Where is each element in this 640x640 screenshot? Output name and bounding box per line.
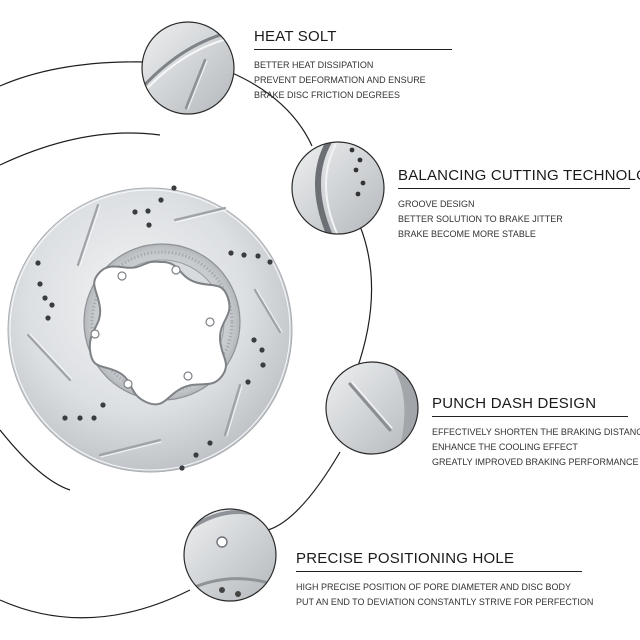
title-underline [432,416,628,417]
title-underline [254,49,452,50]
feature-title: HEAT SOLT [254,28,337,45]
feature-balancing-cutting: BALANCING CUTTING TECHNOLOGY GROOVE DESI… [398,167,640,242]
connector-arcs [0,61,373,619]
feature-lines: HIGH PRECISE POSITION OF PORE DIAMETER A… [296,580,593,610]
feature-line: BRAKE BECOME MORE STABLE [398,229,536,239]
feature-line: PREVENT DEFORMATION AND ENSURE [254,75,426,85]
feature-line: BETTER SOLUTION TO BRAKE JITTER [398,214,563,224]
feature-line: EFFECTIVELY SHORTEN THE BRAKING DISTANCE [432,427,640,437]
brake-disc [7,185,293,473]
feature-positioning-hole: PRECISE POSITIONING HOLE HIGH PRECISE PO… [296,550,593,610]
feature-heat-slot: HEAT SOLT BETTER HEAT DISSIPATION PREVEN… [254,28,452,103]
dash-closeup-icon [325,361,419,455]
feature-line: HIGH PRECISE POSITION OF PORE DIAMETER A… [296,582,572,592]
groove-closeup-icon [291,141,385,235]
feature-punch-dash: PUNCH DASH DESIGN EFFECTIVELY SHORTEN TH… [432,395,640,470]
feature-line: BRAKE DISC FRICTION DEGREES [254,90,401,100]
hole-closeup-icon [183,508,277,602]
feature-title: BALANCING CUTTING TECHNOLOGY [398,167,640,184]
feature-lines: BETTER HEAT DISSIPATION PREVENT DEFORMAT… [254,58,452,103]
title-underline [398,188,630,189]
feature-line: GREATLY IMPROVED BRAKING PERFORMANCE [432,457,639,467]
title-underline [296,571,582,572]
feature-title: PRECISE POSITIONING HOLE [296,550,515,567]
feature-line: GROOVE DESIGN [398,199,475,209]
slot-closeup-icon [141,21,235,115]
feature-title: PUNCH DASH DESIGN [432,395,597,412]
feature-line: BETTER HEAT DISSIPATION [254,60,374,70]
feature-line: PUT AN END TO DEVIATION CONSTANTLY STRIV… [296,597,594,607]
feature-line: ENHANCE THE COOLING EFFECT [432,442,578,452]
feature-lines: GROOVE DESIGN BETTER SOLUTION TO BRAKE J… [398,197,640,242]
feature-lines: EFFECTIVELY SHORTEN THE BRAKING DISTANCE… [432,425,640,470]
